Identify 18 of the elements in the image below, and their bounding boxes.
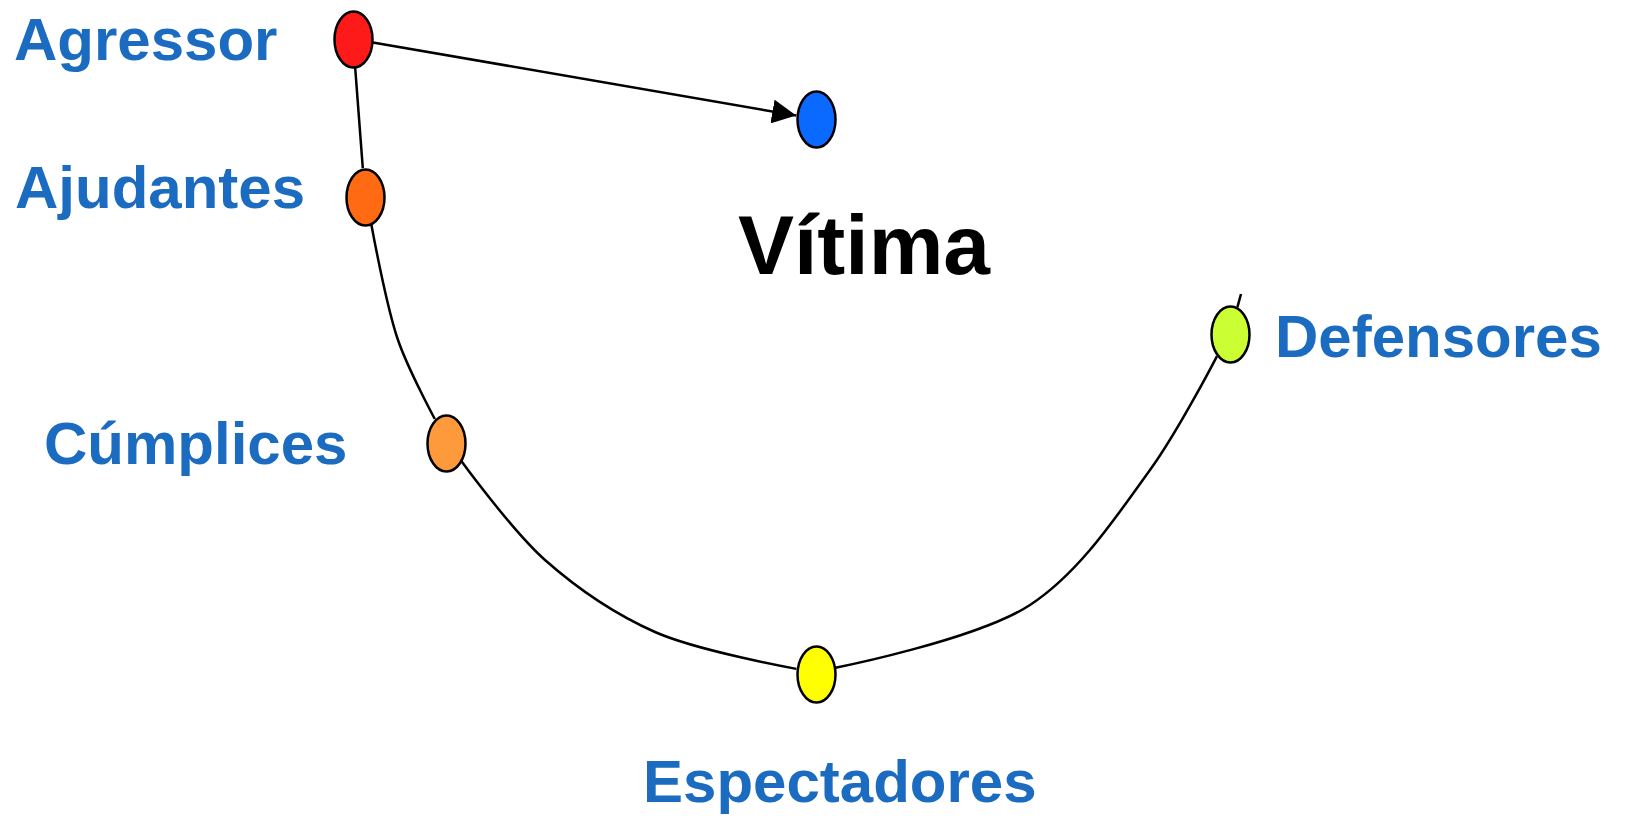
- connector-line: [353, 67, 365, 169]
- connector-line: [835, 355, 1219, 669]
- node-label: Vítima: [738, 203, 991, 287]
- node-label: Agressor: [14, 10, 278, 70]
- connector-line: [460, 460, 797, 671]
- circle-node: [425, 413, 467, 473]
- connector-line: [370, 224, 436, 420]
- node-label: Cúmplices: [44, 414, 348, 474]
- circle-node: [1209, 304, 1251, 364]
- arrow: [372, 41, 797, 124]
- circle-node: [344, 167, 386, 227]
- circle-node: [795, 644, 837, 704]
- node-label: Defensores: [1275, 307, 1602, 367]
- circle-node: [332, 9, 374, 69]
- circle-node: [795, 89, 837, 149]
- node-label: Espectadores: [643, 752, 1037, 812]
- node-label: Ajudantes: [15, 158, 306, 218]
- connector-line: [1236, 293, 1243, 308]
